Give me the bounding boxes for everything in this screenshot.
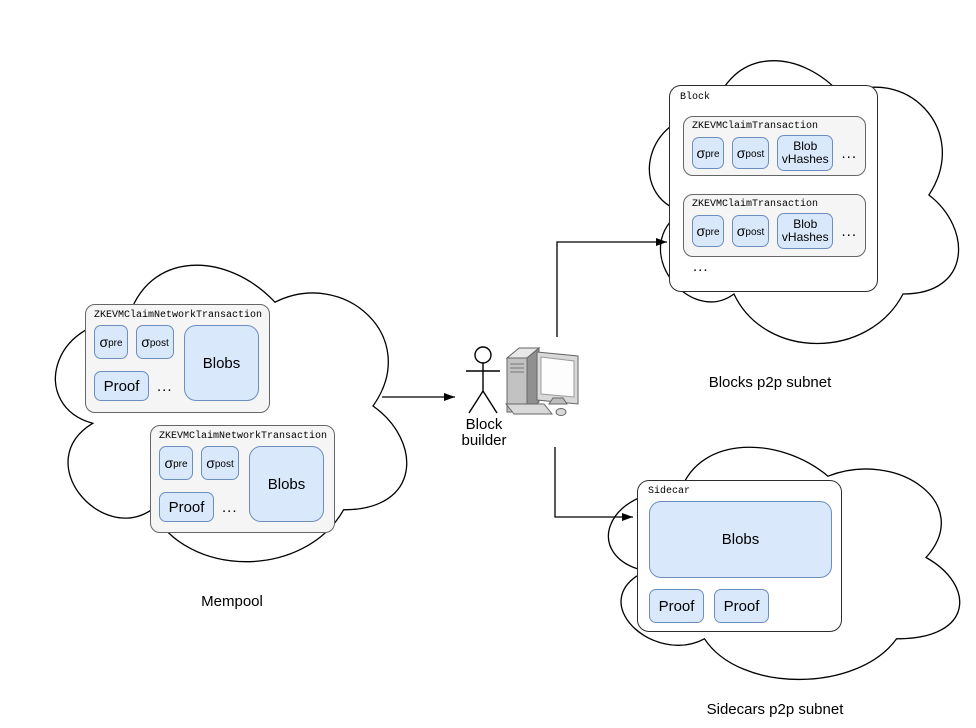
sidecar-container: Sidecar Blobs Proof Proof [637,480,842,632]
sigma-base: σ [696,223,706,239]
ellipsis: ... [693,258,709,275]
block-title: Block [680,92,711,103]
blobs-chip: Blobs [249,446,324,522]
arrow-builder-to-sidecars [554,447,633,521]
sigma-sub: post [745,149,765,160]
sigma-sub: pre [705,149,720,160]
sigma-base: σ [736,145,746,161]
block-builder-caption: Block builder [434,417,534,449]
sigma-sub: pre [108,338,123,349]
sigma-base: σ [736,223,746,239]
actor-icon [466,346,500,414]
sigma-base: σ [164,455,174,471]
proof-chip: Proof [714,589,769,623]
ellipsis: ... [841,144,857,162]
sigma-base: σ [99,334,109,350]
sigma-sub: pre [173,459,188,470]
mempool-caption: Mempool [201,593,263,610]
sidecars-subnet-caption: Sidecars p2p subnet [706,701,844,718]
proof-chip: Proof [649,589,704,623]
transaction-title: ZKEVMClaimNetworkTransaction [94,310,263,321]
ellipsis: ... [157,377,173,395]
sigma-sub: post [149,338,169,349]
sigma-sub: pre [705,227,720,238]
blocks-subnet-caption: Blocks p2p subnet [708,374,832,391]
computer-icon [504,346,579,416]
ellipsis: ... [841,222,857,240]
transaction-title: ZKEVMClaimTransaction [692,199,819,210]
blobs-chip: Blobs [184,325,259,401]
blob-vhashes-chip: Blob vHashes [777,213,834,249]
proof-chip: Proof [94,371,149,401]
sigma-base: σ [206,455,215,471]
sigma-base: σ [696,145,706,161]
blobs-chip: Blobs [649,501,832,578]
transaction-title: ZKEVMClaimTransaction [692,121,819,132]
ellipsis: ... [222,498,238,516]
sigma-sub: post [745,227,765,238]
transaction-title: ZKEVMClaimNetworkTransaction [159,431,328,442]
proof-chip: Proof [159,492,214,522]
sigma-base: σ [141,334,150,350]
sidecar-title: Sidecar [648,486,691,497]
arrow-builder-to-blocks [556,238,667,337]
block-builder-caption-line1: Block [465,416,503,433]
blob-vhashes-chip: Blob vHashes [777,135,834,171]
block-builder-caption-line2: builder [461,432,507,449]
sigma-sub: post [214,459,234,470]
